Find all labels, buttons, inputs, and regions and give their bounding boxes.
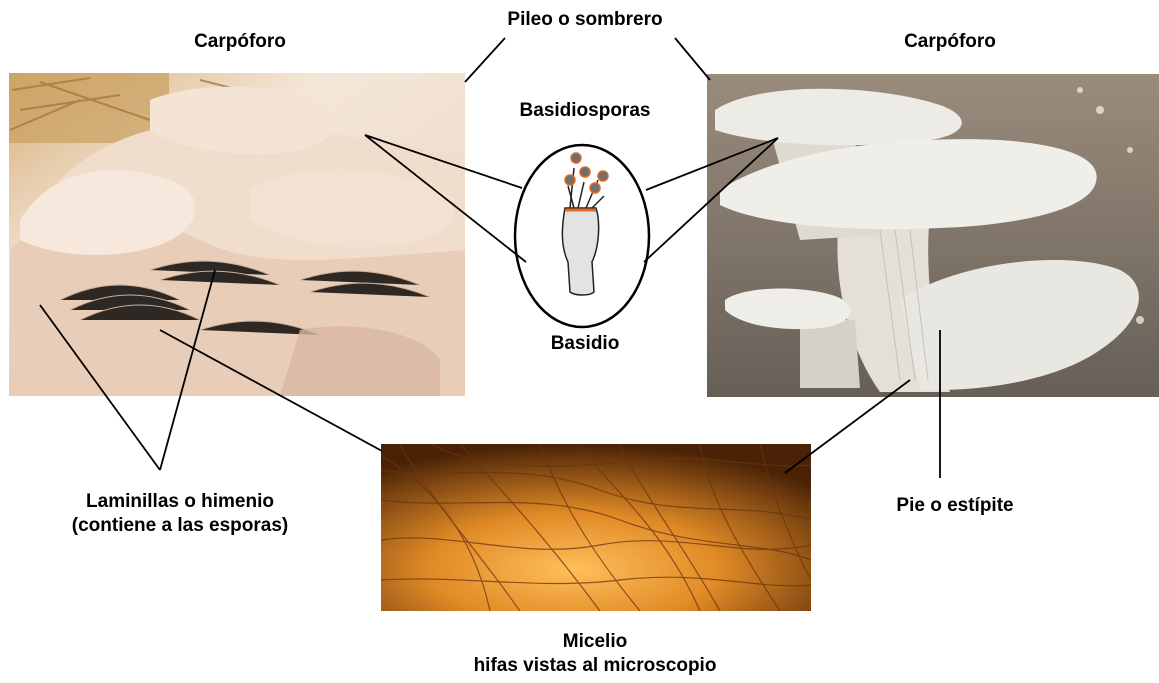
- label-basidiosporas: Basidiosporas: [490, 99, 680, 123]
- label-pie: Pie o estípite: [870, 494, 1040, 518]
- basidium-illustration: [515, 145, 649, 327]
- label-laminillas: Laminillas o himenio (contiene a las esp…: [20, 490, 340, 538]
- label-basidio: Basidio: [520, 332, 650, 356]
- label-micelio-line2: hifas vistas al microscopio: [470, 654, 720, 678]
- oyster-mushroom-photo: [9, 73, 465, 396]
- label-laminillas-line2: (contiene a las esporas): [20, 514, 340, 538]
- label-laminillas-line1: Laminillas o himenio: [20, 490, 340, 514]
- white-mushroom-photo: [707, 74, 1159, 397]
- label-pileo: Pileo o sombrero: [470, 8, 700, 32]
- mycelium-micrograph: [381, 444, 811, 611]
- label-carpoforo-right: Carpóforo: [870, 30, 1030, 54]
- label-carpoforo-left: Carpóforo: [160, 30, 320, 54]
- label-micelio-line1: Micelio: [470, 630, 720, 654]
- label-micelio: Micelio hifas vistas al microscopio: [470, 630, 720, 678]
